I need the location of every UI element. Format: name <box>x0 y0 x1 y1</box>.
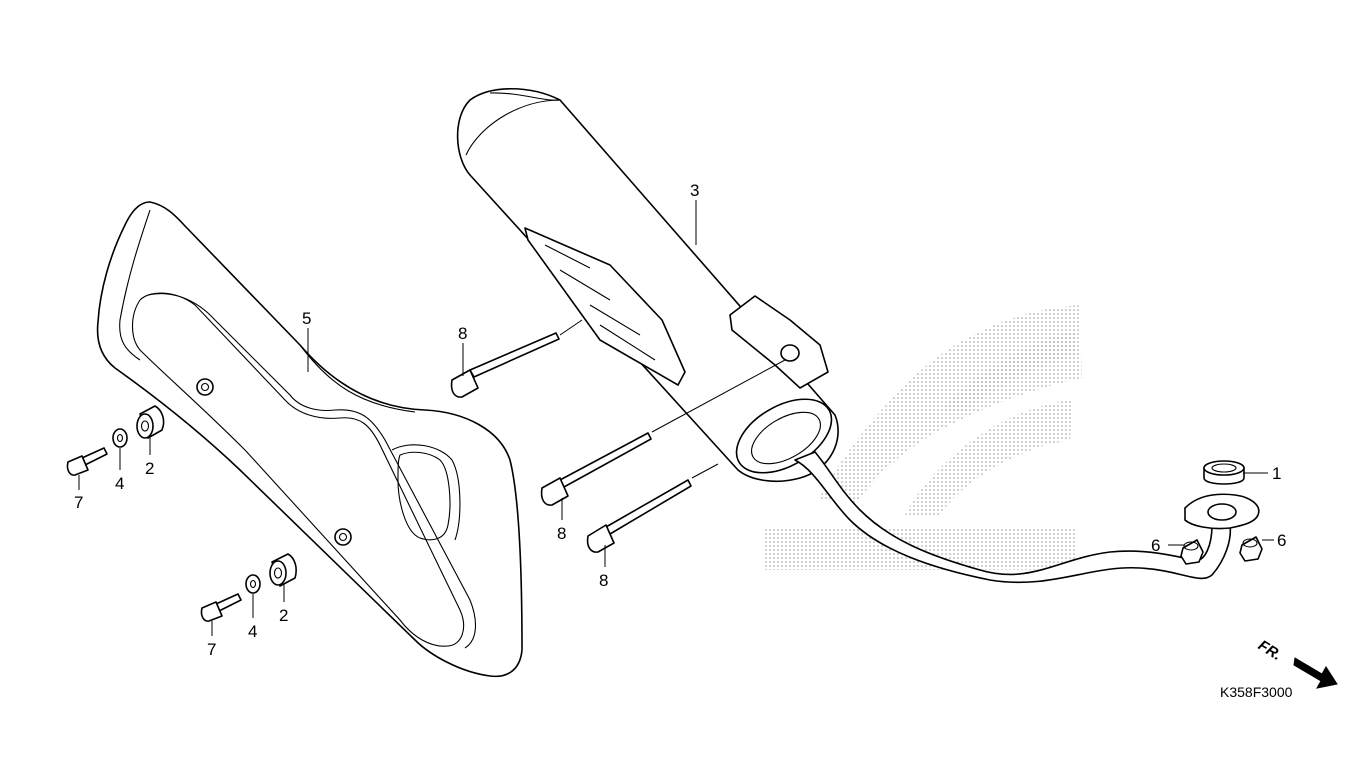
callout-label-8-bottom: 8 <box>599 571 608 590</box>
long-bolt-part-bottom <box>586 479 692 553</box>
callout-label-6-left: 6 <box>1151 536 1160 555</box>
callout-label-8-middle: 8 <box>557 524 566 543</box>
front-direction-indicator: FR. <box>1255 637 1338 689</box>
callout-label-7-upper: 7 <box>74 493 83 512</box>
callout-label-4-upper: 4 <box>115 474 124 493</box>
gasket-ring-part <box>1203 460 1245 485</box>
callout-label-7-lower: 7 <box>207 640 216 659</box>
front-direction-arrow-icon <box>1293 657 1338 689</box>
long-bolt-part-middle <box>540 432 652 506</box>
callout-label-4-lower: 4 <box>248 622 257 641</box>
exhaust-pipe-part <box>794 451 1260 584</box>
flange-bolt-part-lower <box>200 593 242 622</box>
washer-part-lower <box>245 574 261 594</box>
washer-part-upper <box>112 428 128 448</box>
muffler-protector-part <box>96 201 523 678</box>
cap-nut-part-left <box>1180 539 1204 565</box>
callout-label-2-upper: 2 <box>145 459 154 478</box>
rubber-collar-part-upper <box>136 405 165 439</box>
rubber-collar-part-lower <box>269 553 297 587</box>
flange-bolt-part-upper <box>66 447 108 476</box>
leader-lines <box>78 200 1274 636</box>
long-bolt-part-top <box>450 332 560 398</box>
callout-label-3: 3 <box>690 181 699 200</box>
muffler-part <box>456 87 839 483</box>
callout-label-8-top: 8 <box>458 324 467 343</box>
cap-nut-part-right <box>1239 536 1263 562</box>
callout-label-5: 5 <box>302 309 311 328</box>
callout-label-2-lower: 2 <box>279 606 288 625</box>
callout-label-6-right: 6 <box>1277 531 1286 550</box>
diagram-code: K358F3000 <box>1220 684 1293 700</box>
callout-label-1: 1 <box>1272 464 1281 483</box>
front-direction-label: FR. <box>1255 637 1285 664</box>
